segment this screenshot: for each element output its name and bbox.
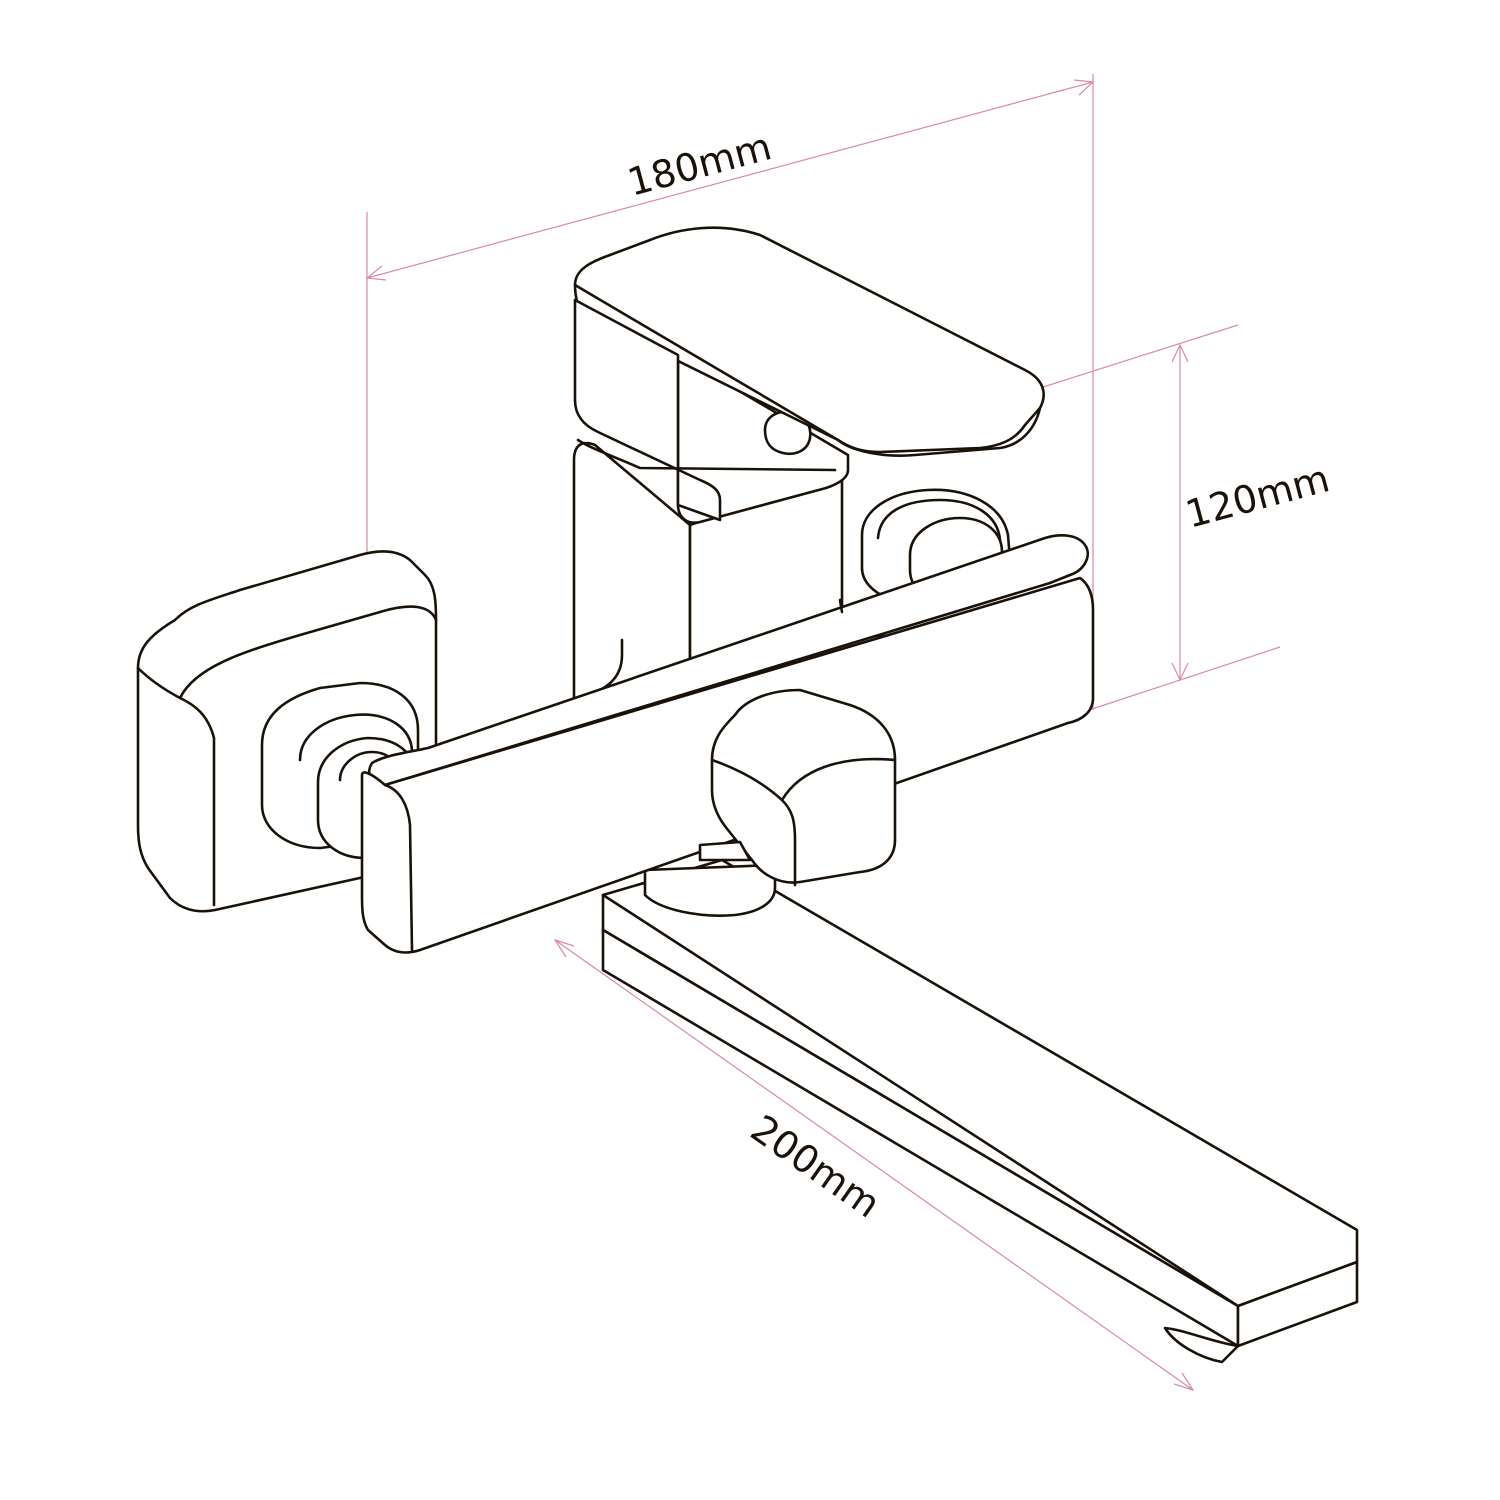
height-label: 120mm xyxy=(1181,456,1334,536)
handle-top-edge xyxy=(573,283,840,442)
spout-dimension-line xyxy=(554,939,1194,1391)
spout-collar xyxy=(643,863,777,917)
spout-aerator xyxy=(1163,1326,1240,1364)
height-arrow-top xyxy=(1171,343,1189,363)
height-extension-top xyxy=(1039,324,1239,389)
width-label: 180mm xyxy=(623,124,776,204)
diverter-knob-bevel xyxy=(780,757,897,802)
handle-pin xyxy=(763,410,812,456)
diverter-knob xyxy=(698,688,897,887)
spout-arrow-end xyxy=(1173,1372,1195,1392)
spout-end-face xyxy=(1236,1260,1359,1348)
right-nut-face xyxy=(876,498,1002,542)
handle-right-face xyxy=(676,353,850,524)
handle-stem-face xyxy=(573,298,722,522)
width-arrow-right xyxy=(1073,79,1095,96)
width-arrow-left xyxy=(365,265,387,281)
dimension-lines xyxy=(365,74,1281,1392)
width-dimension-line xyxy=(366,81,1094,279)
spout xyxy=(601,858,1359,1364)
mixer-handle xyxy=(573,226,1045,524)
spout-arrow-start xyxy=(553,938,575,958)
height-arrow-bottom xyxy=(1171,662,1189,682)
horizontal-body-inner-step xyxy=(838,598,844,614)
handle-cap-line xyxy=(576,438,837,472)
spout-edge xyxy=(601,893,1240,1308)
diverter-knob-shape xyxy=(710,688,897,884)
left-flange-top-edge xyxy=(178,605,438,700)
handle-front-edge xyxy=(836,406,1042,457)
diverter-knob-base xyxy=(698,840,752,862)
horizontal-body-left-edge xyxy=(383,783,414,952)
